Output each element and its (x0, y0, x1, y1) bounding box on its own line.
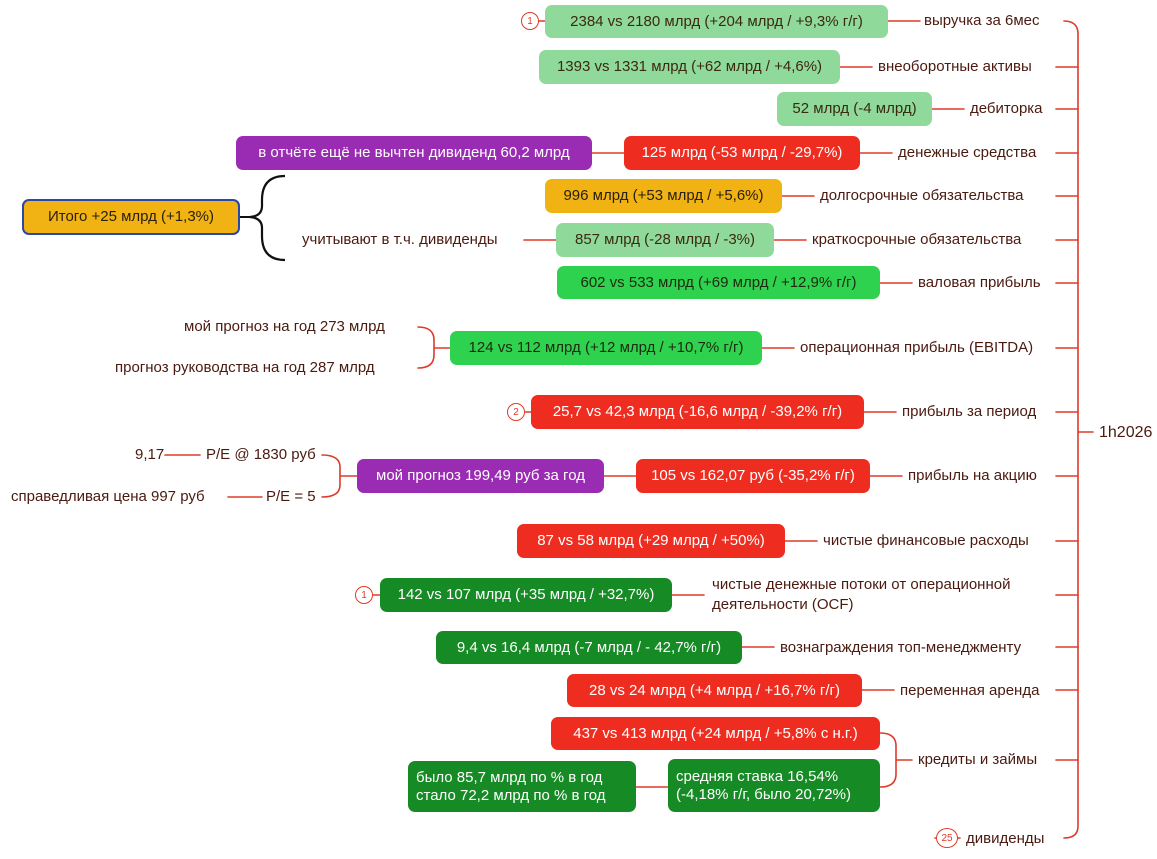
badge-profit: 2 (507, 403, 525, 421)
ocf-label-line2[interactable]: деятельности (OCF) (712, 596, 854, 613)
finexp-label[interactable]: чистые финансовые расходы (823, 532, 1029, 549)
eps-forecast[interactable]: мой прогноз 199,49 руб за год (357, 459, 604, 493)
revenue-label[interactable]: выручка за 6мес (924, 12, 1040, 29)
receivables-label[interactable]: дебиторка (970, 100, 1043, 117)
gross-value[interactable]: 602 vs 533 млрд (+69 млрд / +12,9% г/г) (557, 266, 880, 299)
ebitda-note-mgmt[interactable]: прогноз руководства на год 287 млрд (115, 359, 375, 376)
gross-label[interactable]: валовая прибыль (918, 274, 1041, 291)
eps-value[interactable]: 105 vs 162,07 руб (-35,2% г/г) (636, 459, 870, 493)
pe-current[interactable]: P/E @ 1830 руб (206, 446, 316, 463)
profit-value[interactable]: 25,7 vs 42,3 млрд (-16,6 млрд / -39,2% г… (531, 395, 864, 429)
loans-rate[interactable]: средняя ставка 16,54% (-4,18% г/г, было … (668, 759, 880, 812)
ocf-value[interactable]: 142 vs 107 млрд (+35 млрд / +32,7%) (380, 578, 672, 612)
cash-value[interactable]: 125 млрд (-53 млрд / -29,7%) (624, 136, 860, 170)
dividends-label[interactable]: дивиденды (966, 830, 1045, 847)
total-brace (249, 174, 286, 262)
eps-label[interactable]: прибыль на акцию (908, 467, 1037, 484)
loans-label[interactable]: кредиты и займы (918, 751, 1038, 768)
finexp-value[interactable]: 87 vs 58 млрд (+29 млрд / +50%) (517, 524, 785, 558)
total-box[interactable]: Итого +25 млрд (+1,3%) (22, 199, 240, 235)
cash-label[interactable]: денежные средства (898, 144, 1037, 161)
receivables-value[interactable]: 52 млрд (-4 млрд) (777, 92, 932, 126)
shortterm-value[interactable]: 857 млрд (-28 млрд / -3%) (556, 223, 774, 257)
badge-ocf: 1 (355, 586, 373, 604)
mgmt-value[interactable]: 9,4 vs 16,4 млрд (-7 млрд / - 42,7% г/г) (436, 631, 742, 664)
noncurrent-label[interactable]: внеоборотные активы (878, 58, 1032, 75)
loans-value[interactable]: 437 vs 413 млрд (+24 млрд / +5,8% с н.г.… (551, 717, 880, 750)
shortterm-note[interactable]: учитывают в т.ч. дивиденды (302, 231, 498, 248)
ebitda-note-own[interactable]: мой прогноз на год 273 млрд (184, 318, 385, 335)
noncurrent-value[interactable]: 1393 vs 1331 млрд (+62 млрд / +4,6%) (539, 50, 840, 84)
pe-current-value[interactable]: 9,17 (135, 446, 165, 463)
revenue-value[interactable]: 2384 vs 2180 млрд (+204 млрд / +9,3% г/г… (545, 5, 888, 38)
cash-note[interactable]: в отчёте ещё не вычтен дивиденд 60,2 млр… (236, 136, 592, 170)
shortterm-label[interactable]: краткосрочные обязательства (812, 231, 1022, 248)
loans-interest-line2: стало 72,2 млрд по % в год (416, 786, 606, 804)
ebitda-value[interactable]: 124 vs 112 млрд (+12 млрд / +10,7% г/г) (450, 331, 762, 365)
longterm-value[interactable]: 996 млрд (+53 млрд / +5,6%) (545, 179, 782, 213)
badge-revenue: 1 (521, 12, 539, 30)
ocf-label-line1[interactable]: чистые денежные потоки от операционной (712, 576, 1011, 593)
lease-label[interactable]: переменная аренда (900, 682, 1040, 699)
lease-value[interactable]: 28 vs 24 млрд (+4 млрд / +16,7% г/г) (567, 674, 862, 707)
pe-fair[interactable]: P/E = 5 (266, 488, 316, 505)
mgmt-label[interactable]: вознаграждения топ-менеджменту (780, 639, 1022, 656)
profit-label[interactable]: прибыль за период (902, 403, 1037, 420)
loans-interest-line1: было 85,7 млрд по % в год (416, 768, 603, 786)
root-label[interactable]: 1h2026 (1099, 424, 1153, 441)
longterm-label[interactable]: долгосрочные обязательства (820, 187, 1024, 204)
pe-fair-value[interactable]: справедливая цена 997 руб (11, 488, 205, 505)
loans-rate-line2: (-4,18% г/г, было 20,72%) (676, 785, 851, 803)
loans-interest[interactable]: было 85,7 млрд по % в год стало 72,2 млр… (408, 761, 636, 812)
badge-dividends: 25 (936, 828, 958, 848)
loans-rate-line1: средняя ставка 16,54% (676, 767, 839, 785)
ebitda-label[interactable]: операционная прибыль (EBITDA) (800, 339, 1034, 356)
